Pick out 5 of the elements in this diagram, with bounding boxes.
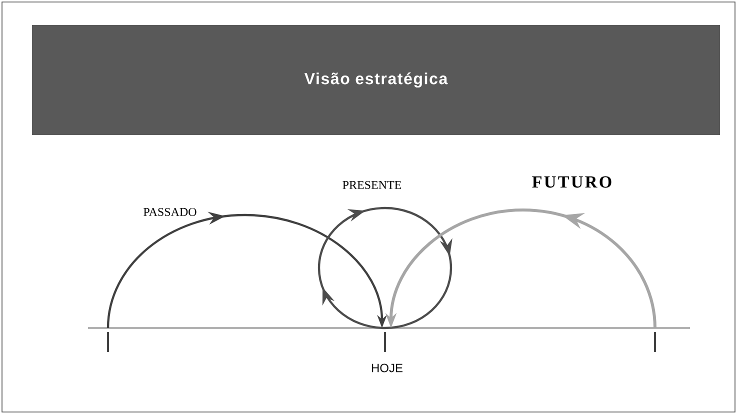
passado-label: PASSADO <box>144 208 196 216</box>
futuro-label: FUTURO <box>532 176 612 188</box>
hoje-label: HOJE <box>372 364 402 372</box>
presente-label: PRESENTE <box>342 180 402 190</box>
title-banner: Visão estratégica <box>32 25 720 135</box>
